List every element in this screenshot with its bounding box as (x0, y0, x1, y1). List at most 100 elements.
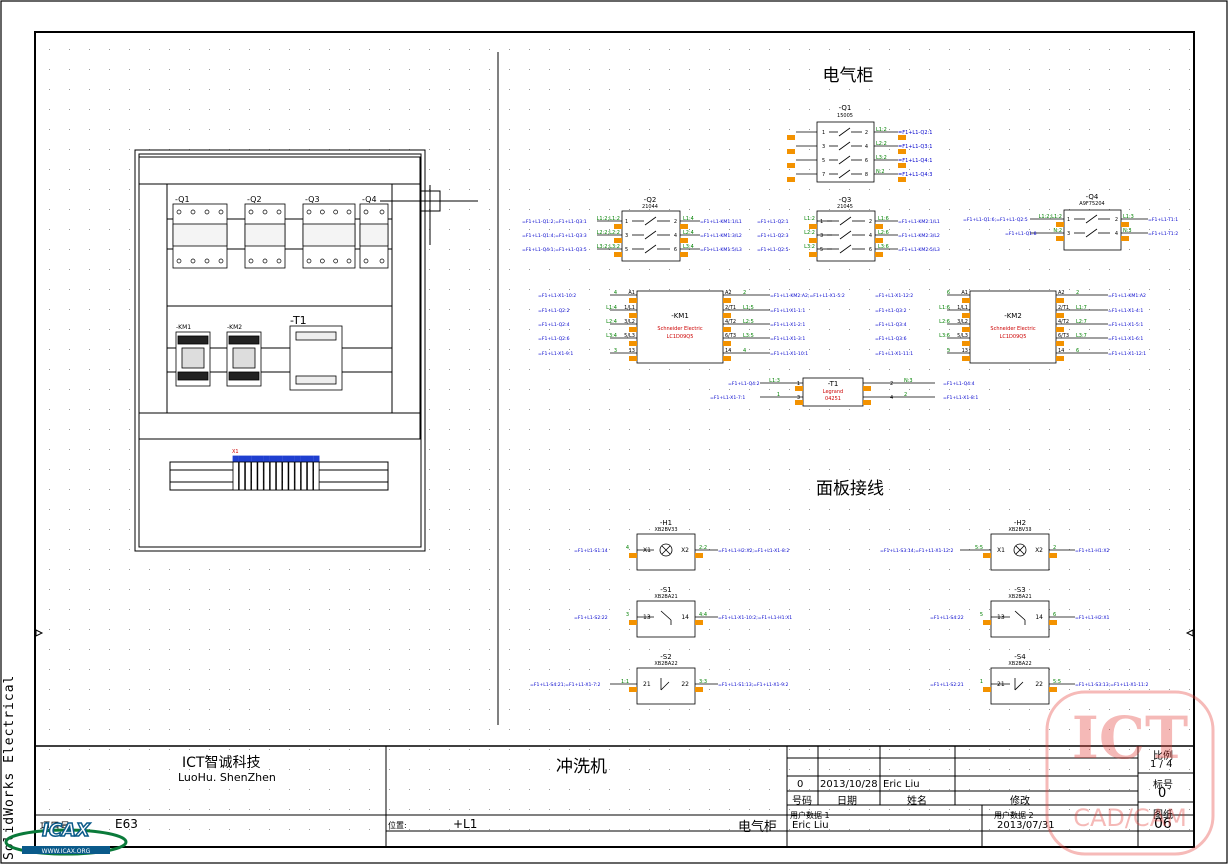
terminal-marker (1056, 327, 1064, 332)
s4-left-ref: =F1+L1-S2:21 (930, 682, 964, 688)
q3-pin-out: 6 (869, 247, 872, 253)
km2-right-num: L1:7 (1076, 305, 1087, 311)
km1-right-num: L1:5 (743, 305, 754, 311)
terminal-block (257, 461, 264, 491)
s1-ref: XB2BA21 (654, 594, 677, 600)
terminal-block (238, 461, 246, 491)
s4-right-ref: =F1+L1-S3:13;=F1+L1-X1-11:2 (1075, 682, 1148, 688)
terminal-marker (629, 298, 637, 303)
terminal-marker (787, 163, 795, 168)
rev-index: 0 (797, 779, 804, 790)
s1-pin-2: 14 (681, 614, 689, 621)
km1-right-num: 2 (743, 290, 746, 296)
terminal-block (275, 461, 283, 491)
terminal-marker (875, 224, 883, 229)
km1-right-pin: 6/T3 (725, 333, 736, 339)
layout-label-t1: -T1 (290, 314, 307, 327)
t1-in-ref: =F1+L1-Q4:2 (728, 381, 760, 387)
wire (838, 127, 851, 137)
q3-body (816, 210, 876, 262)
wire (838, 169, 851, 179)
terminal-marker (1121, 236, 1129, 241)
s2-left-ref: =F1+L1-S4:21;=F1+L1-X1-7:2 (530, 682, 601, 688)
s2-left-num: 1:1 (621, 679, 629, 685)
terminal-marker (1049, 620, 1057, 625)
t1-pin-out: 2 (890, 381, 893, 387)
screw (262, 209, 268, 215)
s1-right-num: 4:4 (699, 612, 707, 618)
km1-left-num: L2:4 (606, 319, 617, 325)
screw (176, 258, 182, 264)
h1-pin-1: X1 (643, 547, 651, 554)
layout-contactors: -KM1-KM2-T1 (175, 314, 343, 391)
screw (363, 209, 369, 215)
wire (839, 244, 852, 254)
t1-maker: Legrand (823, 389, 843, 395)
km2-right-ref: =F1+L1-X1-5:1 (1108, 322, 1143, 328)
terminal-marker (787, 177, 795, 182)
screw (176, 209, 182, 215)
km2-left-ref: =F1+L1-X1-12:2 (875, 293, 913, 299)
terminal-marker (723, 356, 731, 361)
t1-in-label: 1 (777, 392, 780, 398)
screw (218, 258, 224, 264)
q2-in-label: L2:2;L2:2 (597, 230, 620, 236)
terminal-marker (1121, 222, 1129, 227)
q2-pin-in: 1 (625, 219, 628, 225)
s2-right-ref: =F1+L1-S1:13;=F1+L1-X1-9:2 (718, 682, 789, 688)
t1-pin-in: 3 (797, 395, 800, 401)
s4-pin-1: 21 (997, 681, 1005, 688)
km1-tag: -KM1 (671, 312, 689, 320)
h2-right-num: 2 (1053, 545, 1056, 551)
layout-terminals: X1 (232, 449, 320, 491)
km2-left-pin: A1 (961, 290, 968, 296)
q1-pin-in: 7 (822, 172, 825, 178)
s3-right-ref: =F1+L1-H2:X1 (1075, 615, 1109, 621)
terminal-marker (723, 313, 731, 318)
terminal-marker (962, 341, 970, 346)
q2-out-ref: =F1+L1-KM1:3/L2 (700, 233, 742, 239)
terminal-marker (723, 341, 731, 346)
t1-in-ref: =F1+L1-X1-7:1 (710, 395, 745, 401)
screw (333, 209, 339, 215)
terminal-marker (898, 163, 906, 168)
terminal-marker (983, 553, 991, 558)
terminal-marker (695, 687, 703, 692)
screw (276, 209, 282, 215)
h1-tag: -H1 (660, 519, 672, 527)
terminal-marker (875, 238, 883, 243)
q2-in-label: L1:2;L1:2 (597, 216, 620, 222)
q4-tag: -Q4 (1086, 193, 1099, 201)
terminal-marker (695, 553, 703, 558)
contactor-top (177, 335, 209, 345)
km2-left-pin: 5/L3 (957, 333, 968, 339)
km1-right-num: L2:5 (743, 319, 754, 325)
contactor-face (181, 347, 205, 369)
q3-tag: -Q3 (839, 196, 852, 204)
terminal-block (313, 461, 320, 491)
terminal-marker (1049, 553, 1057, 558)
q2-out-label: L1:4 (683, 216, 694, 222)
wire (661, 545, 671, 555)
terminal-marker (723, 298, 731, 303)
screw (204, 258, 210, 264)
q1-wire-ref: =F1+L1-Q4:3 (898, 172, 932, 178)
wire (660, 681, 670, 691)
q2-in-label: L3:2;L3:2 (597, 244, 620, 250)
t1-out-ref: =F1+L1-Q4:4 (943, 381, 975, 387)
q3-out-label: L2:6 (878, 230, 889, 236)
km2-right-ref: =F1+L1-KM1:A2 (1108, 293, 1146, 299)
km1-right-ref: =F1+L1-X1-10:1 (770, 351, 808, 357)
q2-pin-out: 6 (674, 247, 677, 253)
km2-left-num: L1:6 (939, 305, 950, 311)
s1-left-ref: =F1+L1-S2:22 (574, 615, 608, 621)
q3-out-ref: =F1+L1-KM2:3/L2 (898, 233, 940, 239)
terminal-marker (680, 252, 688, 257)
q3-out-ref: =F1+L1-KM2:1/L1 (898, 219, 940, 225)
terminal-cap (275, 455, 283, 463)
icax-logo: ICAX WWW.ICAX.ORG (4, 819, 128, 856)
km1-right-num: L3:5 (743, 333, 754, 339)
transformer-bottom (295, 375, 337, 385)
svg-text:ICAX: ICAX (42, 820, 91, 841)
rev-header-change: 修改 (1010, 796, 1030, 807)
